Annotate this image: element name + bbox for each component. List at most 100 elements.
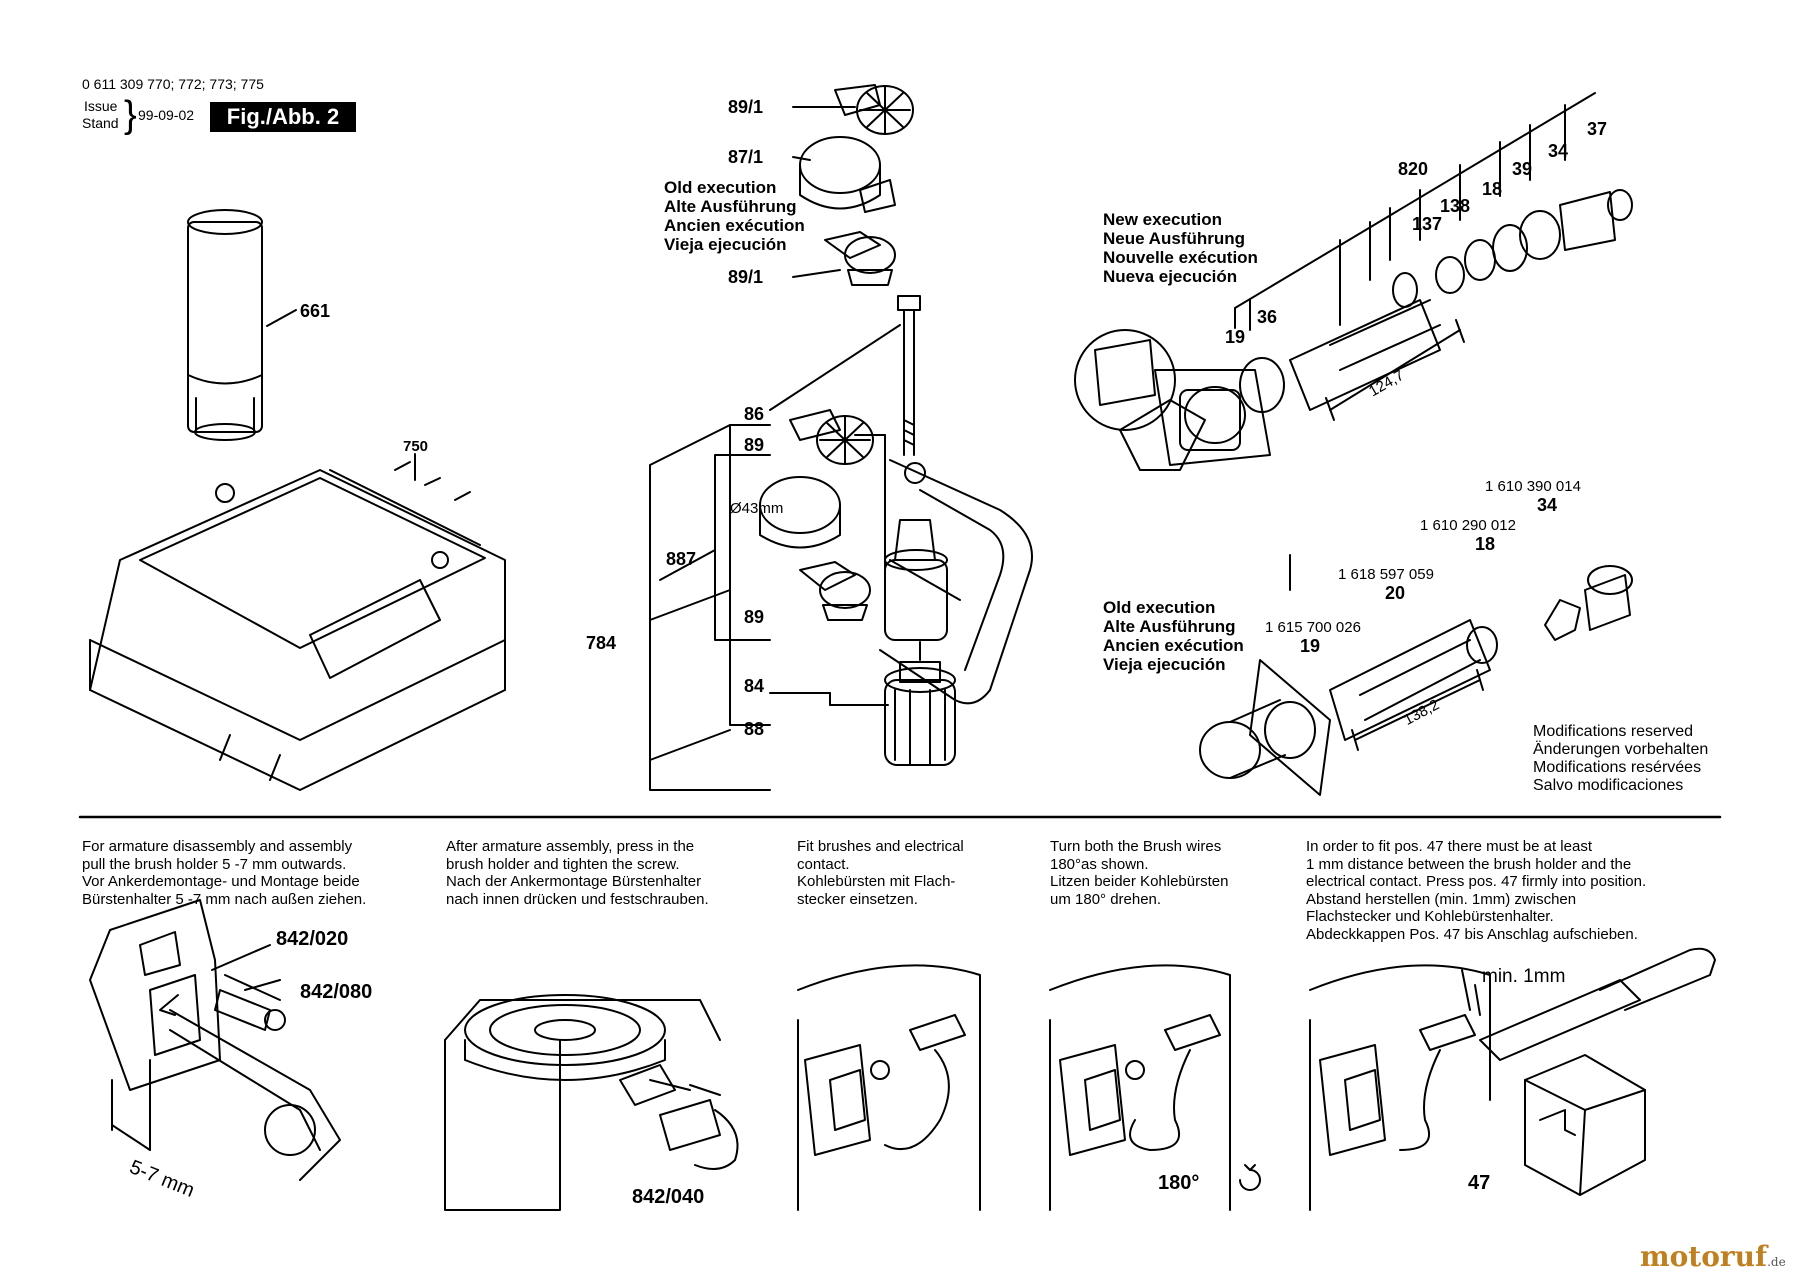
part-brackets <box>649 424 771 791</box>
step2-line: brush holder and tighten the screw. <box>446 855 680 873</box>
callout-20: 20 <box>1385 583 1406 603</box>
step5-line: Abdeckkappen Pos. 47 bis Anschlag aufsch… <box>1306 925 1638 943</box>
old-execution-low-line: Vieja ejecución <box>1103 655 1226 674</box>
step4-line: 180°as shown. <box>1050 855 1149 873</box>
callout-18-top: 18 <box>1482 179 1503 199</box>
step3-line: Kohlebürsten mit Flach- <box>797 873 956 890</box>
modifications-line: Änderungen vorbehalten <box>1533 741 1709 758</box>
old-execution-top-line: Ancien exécution <box>664 216 805 235</box>
new-execution-line: Nueva ejecución <box>1103 267 1238 286</box>
carrying-case-750 <box>89 453 506 791</box>
old-execution-top-line: Vieja ejecución <box>664 235 787 254</box>
stand-label: Stand <box>82 115 119 131</box>
step4-line: um 180° drehen. <box>1050 890 1162 908</box>
callout-34-top: 34 <box>1548 141 1569 161</box>
callout-661: 661 <box>300 301 331 321</box>
step5-line: In order to fit pos. 47 there must be at… <box>1306 838 1592 855</box>
partnum-1-618-597-059: 1 618 597 059 <box>1338 566 1434 583</box>
callout-39: 39 <box>1512 159 1533 179</box>
new-execution-line: New execution <box>1103 210 1223 229</box>
callout-89-1-top: 89/1 <box>728 97 764 117</box>
callout-18-low: 18 <box>1475 534 1496 554</box>
brace-glyph: } <box>124 94 137 136</box>
issue-label: Issue <box>84 98 118 114</box>
old-execution-top-label: Old execution Alte Ausführung Ancien exé… <box>664 178 805 254</box>
step1-line: For armature disassembly and assembly <box>82 838 353 855</box>
callout-887: 887 <box>666 549 697 569</box>
issue-date: 99-09-02 <box>138 107 195 123</box>
callout-784: 784 <box>586 633 617 653</box>
callout-820: 820 <box>1398 159 1429 179</box>
step5-illustration <box>1309 947 1716 1211</box>
step2-line: Nach der Ankermontage Bürstenhalter <box>446 873 702 890</box>
diameter-43mm: Ø43mm <box>730 500 784 517</box>
step4-line: Litzen beider Kohlebürsten <box>1050 873 1229 890</box>
modifications-note: Modifications reserved Änderungen vorbeh… <box>1533 723 1708 795</box>
callout-138: 138 <box>1440 196 1471 216</box>
step5-line: Flachstecker und Kohlebürstenhalter. <box>1306 908 1554 925</box>
step3-line: Fit brushes and electrical <box>797 838 964 855</box>
step1-line: pull the brush holder 5 -7 mm outwards. <box>82 855 347 873</box>
partnum-1-610-390-014: 1 610 390 014 <box>1485 478 1581 495</box>
callout-137: 137 <box>1412 214 1443 234</box>
step4-text: Turn both the Brush wires 180°as shown. … <box>1050 838 1228 908</box>
watermark-logo: motoruf.de <box>1640 1240 1786 1273</box>
old-execution-top-line: Old execution <box>664 178 777 197</box>
step2-line: nach innen drücken und festschrauben. <box>446 890 709 908</box>
callout-89-b: 89 <box>744 607 765 627</box>
step3-line: stecker einsetzen. <box>797 890 918 908</box>
new-execution-line: Neue Ausführung <box>1103 229 1245 248</box>
old-execution-top-line: Alte Ausführung <box>664 197 797 216</box>
callout-19-top: 19 <box>1225 327 1246 347</box>
step5-line: 1 mm distance between the brush holder a… <box>1306 855 1632 873</box>
step4-illustration <box>1049 964 1261 1211</box>
step3-line: contact. <box>797 855 850 873</box>
step2-line: After armature assembly, press in the <box>446 838 695 855</box>
callout-842-020: 842/020 <box>276 928 349 950</box>
step1-text: For armature disassembly and assembly pu… <box>82 838 366 908</box>
callout-842-080: 842/080 <box>300 981 373 1003</box>
partnum-1-610-290-012: 1 610 290 012 <box>1420 517 1516 534</box>
step5-line: Abstand herstellen (min. 1mm) zwischen <box>1306 890 1577 908</box>
callout-842-040: 842/040 <box>632 1186 705 1208</box>
old-execution-low-line: Ancien exécution <box>1103 636 1244 655</box>
step3-illustration <box>797 964 981 1211</box>
side-handle-parts <box>759 84 1033 766</box>
callout-34-low: 34 <box>1537 495 1558 515</box>
callout-89-1-bottom: 89/1 <box>728 267 764 287</box>
step1-illustration <box>89 899 341 1181</box>
old-execution-low-line: Alte Ausführung <box>1103 617 1236 636</box>
modifications-line: Modifications resérvées <box>1533 759 1702 776</box>
min-1mm-label: min. 1mm <box>1482 966 1566 987</box>
part-numbers: 0 611 309 770; 772; 773; 775 <box>82 76 264 92</box>
callout-36: 36 <box>1257 307 1278 327</box>
callout-750: 750 <box>403 438 429 455</box>
step3-text: Fit brushes and electrical contact. Kohl… <box>797 838 964 908</box>
callout-47: 47 <box>1468 1172 1491 1194</box>
modifications-line: Modifications reserved <box>1533 723 1694 740</box>
step5-text: In order to fit pos. 47 there must be at… <box>1306 838 1646 943</box>
callout-87-1: 87/1 <box>728 147 764 167</box>
old-execution-low-line: Old execution <box>1103 598 1216 617</box>
callout-89-a: 89 <box>744 435 765 455</box>
step5-line: electrical contact. Press pos. 47 firmly… <box>1306 873 1647 890</box>
step2-illustration <box>444 994 739 1211</box>
step2-text: After armature assembly, press in the br… <box>446 838 709 908</box>
callout-19-low: 19 <box>1300 636 1321 656</box>
callout-37: 37 <box>1587 119 1608 139</box>
modifications-line: Salvo modificaciones <box>1533 777 1684 794</box>
new-execution-label: New execution Neue Ausführung Nouvelle e… <box>1103 210 1258 286</box>
partnum-1-615-700-026: 1 615 700 026 <box>1265 619 1361 636</box>
step1-line: Bürstenhalter 5 -7 mm nach außen ziehen. <box>82 890 367 908</box>
figure-badge: Fig./Abb. 2 <box>210 102 356 132</box>
grease-tube-661 <box>187 209 297 441</box>
new-execution-spindle <box>1074 92 1633 471</box>
callout-86: 86 <box>744 404 765 424</box>
new-execution-line: Nouvelle exécution <box>1103 248 1258 267</box>
callout-88: 88 <box>744 719 765 739</box>
step1-line: Vor Ankerdemontage- und Montage beide <box>82 873 360 890</box>
old-execution-spindle <box>1199 554 1633 796</box>
old-execution-low-label: Old execution Alte Ausführung Ancien exé… <box>1103 598 1244 674</box>
step4-line: Turn both the Brush wires <box>1050 838 1222 855</box>
